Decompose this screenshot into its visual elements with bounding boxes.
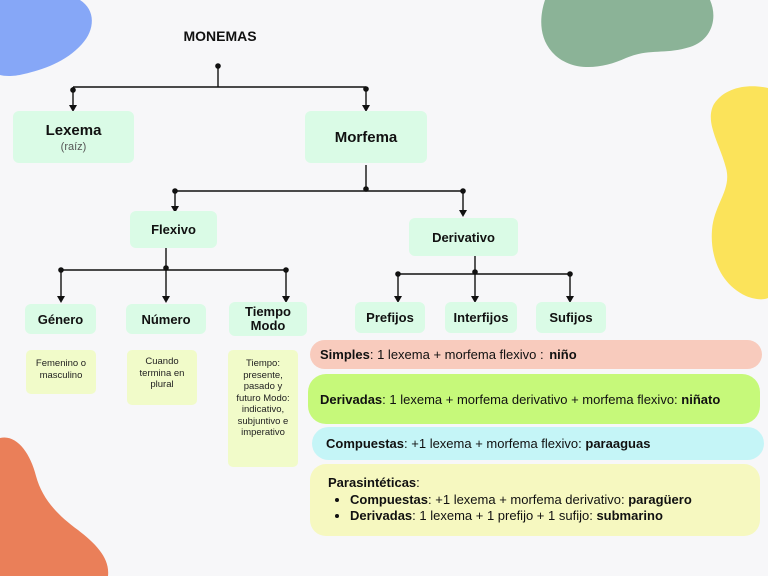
simples-example: niño [549, 347, 577, 362]
flexivo-node: Flexivo [130, 211, 217, 248]
interfijos-node: Interfijos [445, 302, 517, 333]
morfema-node: Morfema [305, 111, 427, 163]
tiempo-modo-label: Tiempo Modo [245, 304, 291, 333]
compuestas-name: Compuestas [326, 436, 405, 451]
numero-note: Cuando termina en plural [127, 350, 197, 405]
parasinteticas-list: Compuestas: +1 lexema + morfema derivati… [328, 492, 742, 524]
lexema-node: Lexema (raíz) [13, 111, 134, 163]
item-example: submarino [596, 508, 663, 523]
item-desc: : 1 lexema + 1 prefijo + 1 sufijo: [412, 508, 597, 523]
list-item: Compuestas: +1 lexema + morfema derivati… [350, 492, 742, 508]
sufijos-label: Sufijos [549, 310, 593, 325]
flexivo-label: Flexivo [151, 222, 196, 237]
parasinteticas-suffix: : [416, 475, 420, 490]
list-item: Derivadas: 1 lexema + 1 prefijo + 1 sufi… [350, 508, 742, 524]
numero-label: Número [141, 311, 191, 327]
compuestas-pill: Compuestas : +1 lexema + morfema flexivo… [312, 427, 764, 460]
green-blob-decoration [541, 0, 714, 68]
parasinteticas-name: Parasintéticas [328, 475, 417, 490]
derivadas-name: Derivadas [320, 391, 383, 407]
compuestas-example: paraaguas [585, 436, 651, 451]
sufijos-node: Sufijos [536, 302, 606, 333]
blue-blob-decoration [0, 0, 92, 76]
item-name: Compuestas [350, 492, 429, 507]
simples-desc: : 1 lexema + morfema flexivo : [369, 347, 548, 362]
prefijos-node: Prefijos [355, 302, 425, 333]
item-name: Derivadas [350, 508, 413, 523]
prefijos-label: Prefijos [366, 310, 414, 325]
derivativo-label: Derivativo [432, 229, 495, 245]
orange-blob-decoration [0, 437, 109, 576]
lexema-label: Lexema [45, 121, 102, 139]
tiempo-modo-note: Tiempo: presente, pasado y futuro Modo: … [228, 350, 298, 467]
genero-label: Género [37, 311, 84, 327]
parasinteticas-box: Parasintéticas: Compuestas: +1 lexema + … [310, 464, 760, 536]
compuestas-desc: : +1 lexema + morfema flexivo: [404, 436, 586, 451]
derivadas-example: niñato [681, 391, 721, 407]
simples-name: Simples [320, 347, 370, 362]
tiempo-modo-node: Tiempo Modo [229, 302, 307, 336]
simples-pill: Simples : 1 lexema + morfema flexivo : n… [310, 340, 762, 369]
derivadas-desc: : 1 lexema + morfema derivativo + morfem… [382, 391, 682, 407]
yellow-blob-decoration [710, 86, 768, 300]
lexema-sublabel: (raíz) [60, 140, 87, 153]
genero-note: Femenino o masculino [26, 350, 96, 394]
interfijos-label: Interfijos [453, 310, 509, 325]
diagram-title: MONEMAS [183, 28, 257, 44]
derivadas-pill: Derivadas : 1 lexema + morfema derivativ… [308, 374, 760, 424]
item-desc: : +1 lexema + morfema derivativo: [428, 492, 629, 507]
morfema-label: Morfema [334, 128, 398, 146]
derivativo-node: Derivativo [409, 218, 518, 256]
genero-node: Género [25, 304, 96, 334]
item-example: paragüero [628, 492, 692, 507]
numero-node: Número [126, 304, 206, 334]
